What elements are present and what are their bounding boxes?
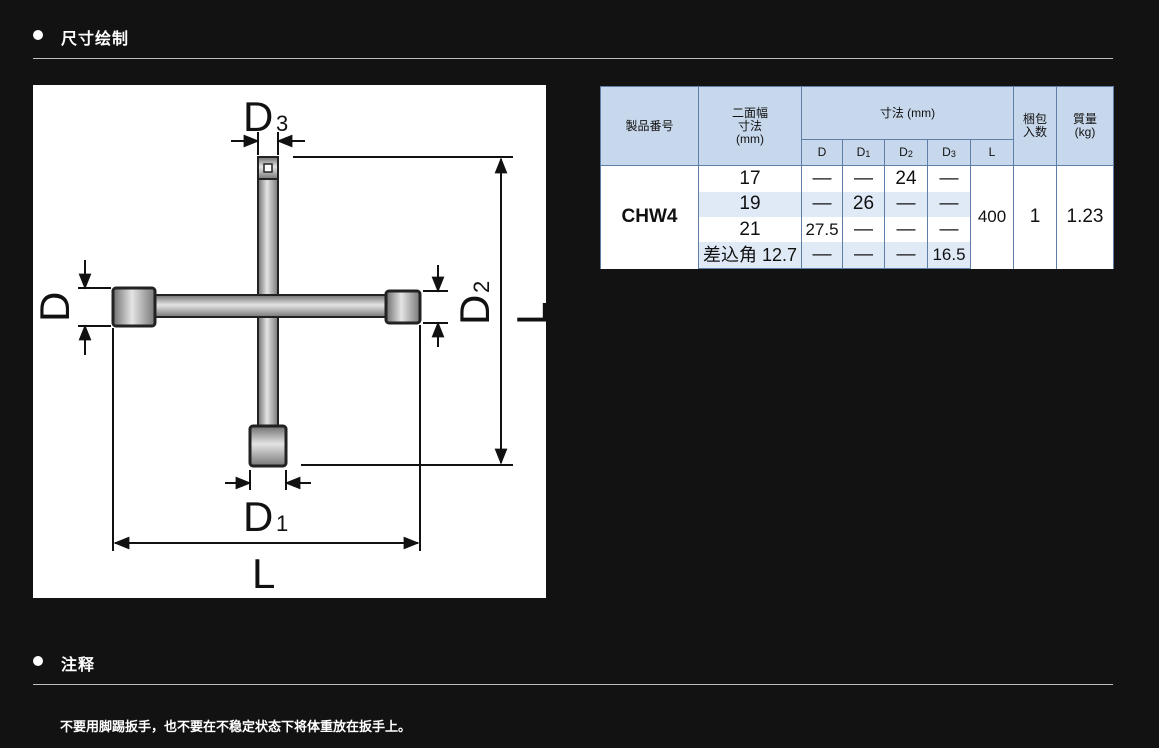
header-dims: 寸法 (mm) [801, 86, 1014, 140]
divider [33, 684, 1113, 685]
cell-d: — [801, 242, 843, 270]
header-d: D [801, 139, 843, 166]
header-width: 二面幅 寸法 (mm) [698, 86, 802, 166]
table-row: 19 — 26 — — [601, 191, 1114, 217]
cell-d3: 16.5 [927, 242, 971, 270]
table-row: 21 27.5 — — — [601, 216, 1114, 243]
cell-model: CHW4 [600, 165, 699, 269]
label-d3-sub: 3 [276, 111, 288, 136]
cell-d: — [801, 165, 843, 192]
dimension-diagram: D 3 D D 2 L D 1 L [33, 85, 546, 598]
cross-wrench-drawing: D 3 D D 2 L D 1 L [33, 93, 546, 597]
cell-d1: — [842, 165, 885, 192]
label-d1: D [243, 493, 273, 540]
cell-width: 19 [698, 191, 802, 217]
label-d: D [33, 292, 78, 322]
cell-width: 21 [698, 216, 802, 243]
cell-d3: — [927, 165, 971, 192]
cell-d2: — [884, 191, 928, 217]
divider [33, 58, 1113, 59]
cell-mass: 1.23 [1056, 165, 1114, 269]
cell-width: 差込角 12.7 [698, 242, 802, 270]
header-l: L [970, 139, 1014, 166]
bullet-icon [33, 30, 43, 40]
label-d1-sub: 1 [276, 511, 288, 536]
cell-d2: 24 [884, 165, 928, 192]
cell-l: 400 [970, 165, 1014, 269]
section-title: 尺寸绘制 [61, 29, 130, 48]
table-row: 差込角 12.7 — — — 16.5 [601, 242, 1114, 270]
cell-width: 17 [698, 165, 802, 192]
cell-d1: 26 [842, 191, 885, 217]
table-row: CHW4 17 — — 24 — 400 1 1.23 [600, 165, 1114, 269]
header-d2: D2 [884, 139, 928, 166]
header-pack: 梱包 入数 [1013, 86, 1057, 166]
label-d3: D [243, 93, 273, 140]
cell-d3: — [927, 191, 971, 217]
label-l-right: L [508, 302, 546, 325]
header-d3: D3 [927, 139, 971, 166]
bullet-icon [33, 656, 43, 666]
cell-d2: — [884, 216, 928, 243]
cell-d: — [801, 191, 843, 217]
header-d1: D1 [842, 139, 885, 166]
cell-d1: — [842, 216, 885, 243]
label-l-bottom: L [252, 550, 275, 597]
cell-d: 27.5 [801, 216, 843, 243]
header-model: 製品番号 [600, 86, 699, 166]
cell-pack: 1 [1013, 165, 1057, 269]
cell-d2: — [884, 242, 928, 270]
spec-table: 製品番号 二面幅 寸法 (mm) 寸法 (mm) 梱包 入数 質量 (kg) D… [600, 86, 1114, 270]
label-d2-sub: 2 [469, 281, 494, 293]
cell-d3: — [927, 216, 971, 243]
note-text: 不要用脚踢扳手，也不要在不稳定状态下将体重放在扳手上。 [60, 720, 412, 735]
cell-d1: — [842, 242, 885, 270]
section-title: 注释 [61, 655, 96, 674]
header-mass: 質量 (kg) [1056, 86, 1114, 166]
label-d2: D [451, 295, 498, 325]
wrench-shape [111, 156, 422, 468]
